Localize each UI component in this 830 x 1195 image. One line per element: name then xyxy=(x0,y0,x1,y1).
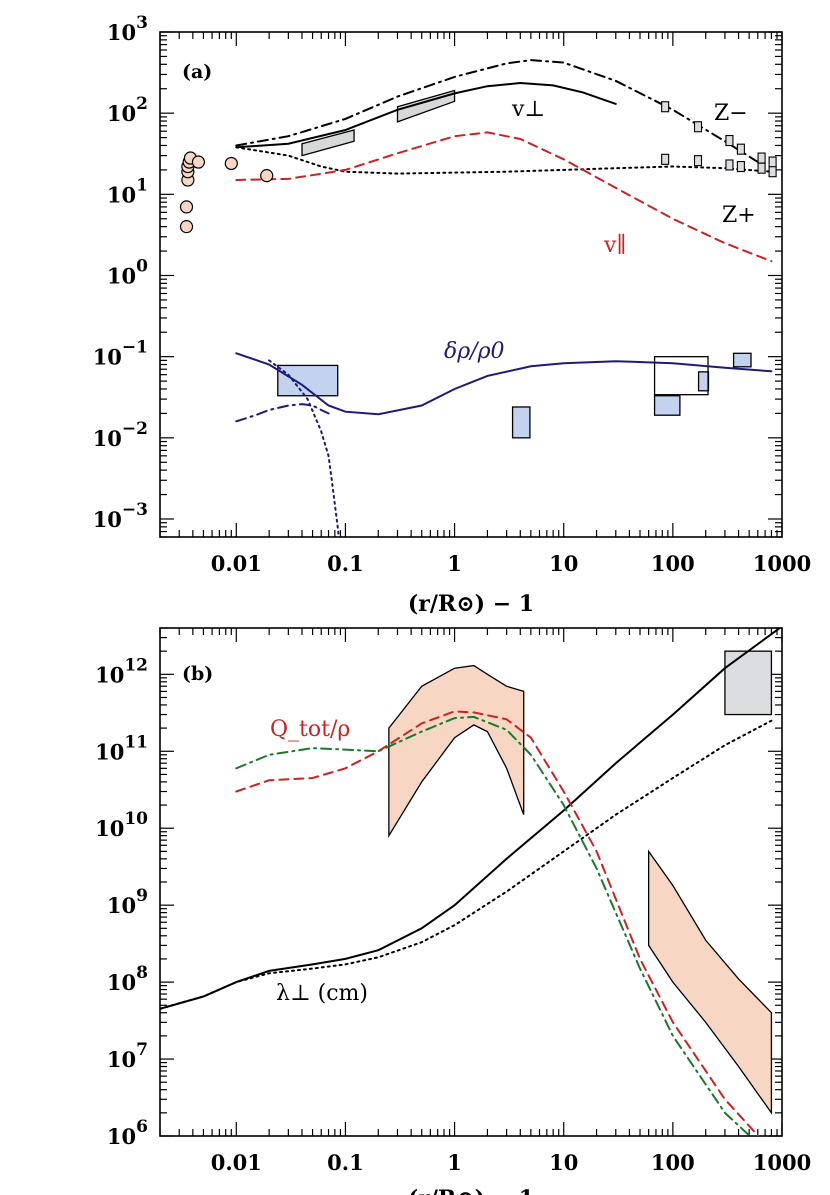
plot-frame-a xyxy=(159,31,783,538)
b-series-line-2 xyxy=(235,710,760,1136)
b-x-tick-label: 1000 xyxy=(753,1150,811,1175)
a-series-line-6 xyxy=(268,359,340,537)
a-zplus-marker xyxy=(768,166,777,178)
x-axis-title-b: (r/R⊙) − 1 xyxy=(408,1186,534,1195)
b-x-tick-label: 0.01 xyxy=(211,1150,262,1175)
a-series-line-4 xyxy=(235,352,773,416)
a-y-tick-label: 103 xyxy=(107,13,148,45)
b-band xyxy=(388,664,525,838)
a-series-line-5 xyxy=(235,403,330,423)
a-y-tick-label: 102 xyxy=(107,94,148,126)
a-zminus-marker xyxy=(757,152,766,164)
annotation-delta-rho: δρ/ρ0 xyxy=(444,339,505,364)
a-zplus-marker xyxy=(725,159,734,171)
a-x-tick-label: 10 xyxy=(549,551,578,576)
b-y-tick-label: 109 xyxy=(107,886,148,918)
chart-panel-a: 0.01 0.1 1 10 100 1000 10−3 10−2 10−1 100 101 102 10… xyxy=(93,13,812,617)
a-zminus-marker xyxy=(725,134,734,147)
annotation-z-plus: Z+ xyxy=(722,203,756,228)
b-band xyxy=(647,849,773,1115)
a-zplus-marker xyxy=(661,153,670,165)
annotation-lambda-perp: λ⊥ (cm) xyxy=(276,981,368,1006)
b-y-tick-label: 1012 xyxy=(95,655,148,687)
a-data-point xyxy=(191,155,206,169)
a-x-tick-label: 1000 xyxy=(753,551,811,576)
a-zminus-marker xyxy=(693,121,703,133)
a-series-line-2 xyxy=(235,146,773,175)
a-y-tick-label: 10−2 xyxy=(93,419,148,451)
a-y-tick-label: 101 xyxy=(107,175,148,207)
a-zplus-marker xyxy=(757,162,766,174)
b-y-tick-label: 108 xyxy=(107,963,148,995)
panel-label-b: (b) xyxy=(182,663,213,685)
a-data-point xyxy=(260,169,274,183)
b-y-tick-label: 1010 xyxy=(95,809,148,841)
a-x-tick-label: 100 xyxy=(651,551,695,576)
data-layer-a xyxy=(179,59,777,537)
b-x-tick-label: 100 xyxy=(651,1150,695,1175)
a-obs-box xyxy=(653,395,681,416)
data-layer-b xyxy=(160,628,782,1136)
a-parallelogram xyxy=(301,129,355,157)
b-y-tick-label: 106 xyxy=(107,1117,148,1149)
tick-marks-a xyxy=(159,31,783,538)
annotation-q-tot: Q_tot/ρ xyxy=(270,717,350,742)
a-zplus-marker xyxy=(693,155,703,167)
tick-labels-b: 0.01 0.1 1 10 100 1000 106 107 108 109 1010 1011 101… xyxy=(95,655,811,1175)
a-obs-box xyxy=(732,352,752,368)
b-y-tick-label: 107 xyxy=(107,1040,148,1072)
b-x-tick-label: 0.1 xyxy=(327,1150,364,1175)
a-series-line-3 xyxy=(235,131,773,263)
a-zminus-marker xyxy=(768,156,777,168)
a-series-line-1 xyxy=(235,59,767,168)
a-obs-box xyxy=(511,406,531,439)
b-series-line-1 xyxy=(160,719,773,1010)
a-zminus-marker xyxy=(661,101,670,113)
a-obs-box xyxy=(277,364,339,397)
b-obs-box xyxy=(724,650,773,716)
a-zplus-marker xyxy=(736,160,745,173)
annotation-v-par: v∥ xyxy=(603,233,627,258)
x-axis-title-a: (r/R⊙) − 1 xyxy=(408,591,534,617)
a-x-tick-label: 1 xyxy=(447,551,462,576)
b-x-tick-label: 1 xyxy=(447,1150,462,1175)
a-y-tick-label: 10−1 xyxy=(93,338,148,370)
a-y-tick-label: 10−3 xyxy=(93,500,148,532)
b-x-tick-label: 10 xyxy=(549,1150,578,1175)
panel-label-a: (a) xyxy=(182,61,212,83)
a-data-point xyxy=(224,156,238,171)
a-x-tick-label: 0.1 xyxy=(327,551,364,576)
a-y-tick-label: 100 xyxy=(107,256,148,288)
a-obs-box xyxy=(697,371,710,392)
a-data-point xyxy=(179,220,194,234)
a-data-point xyxy=(179,200,194,214)
a-zminus-marker xyxy=(736,143,745,155)
a-x-tick-label: 0.01 xyxy=(211,551,262,576)
b-series-line-3 xyxy=(235,715,752,1136)
annotation-v-perp: v⊥ xyxy=(511,97,545,122)
b-y-tick-label: 1011 xyxy=(95,732,148,764)
chart-panel-b: 0.01 0.1 1 10 100 1000 106 107 108 109 1010 1011 101… xyxy=(95,627,811,1195)
annotation-z-minus: Z− xyxy=(714,101,748,126)
a-series-line-0 xyxy=(235,81,617,149)
tick-marks-b xyxy=(159,627,783,1137)
a-obs-box-open xyxy=(653,356,709,396)
